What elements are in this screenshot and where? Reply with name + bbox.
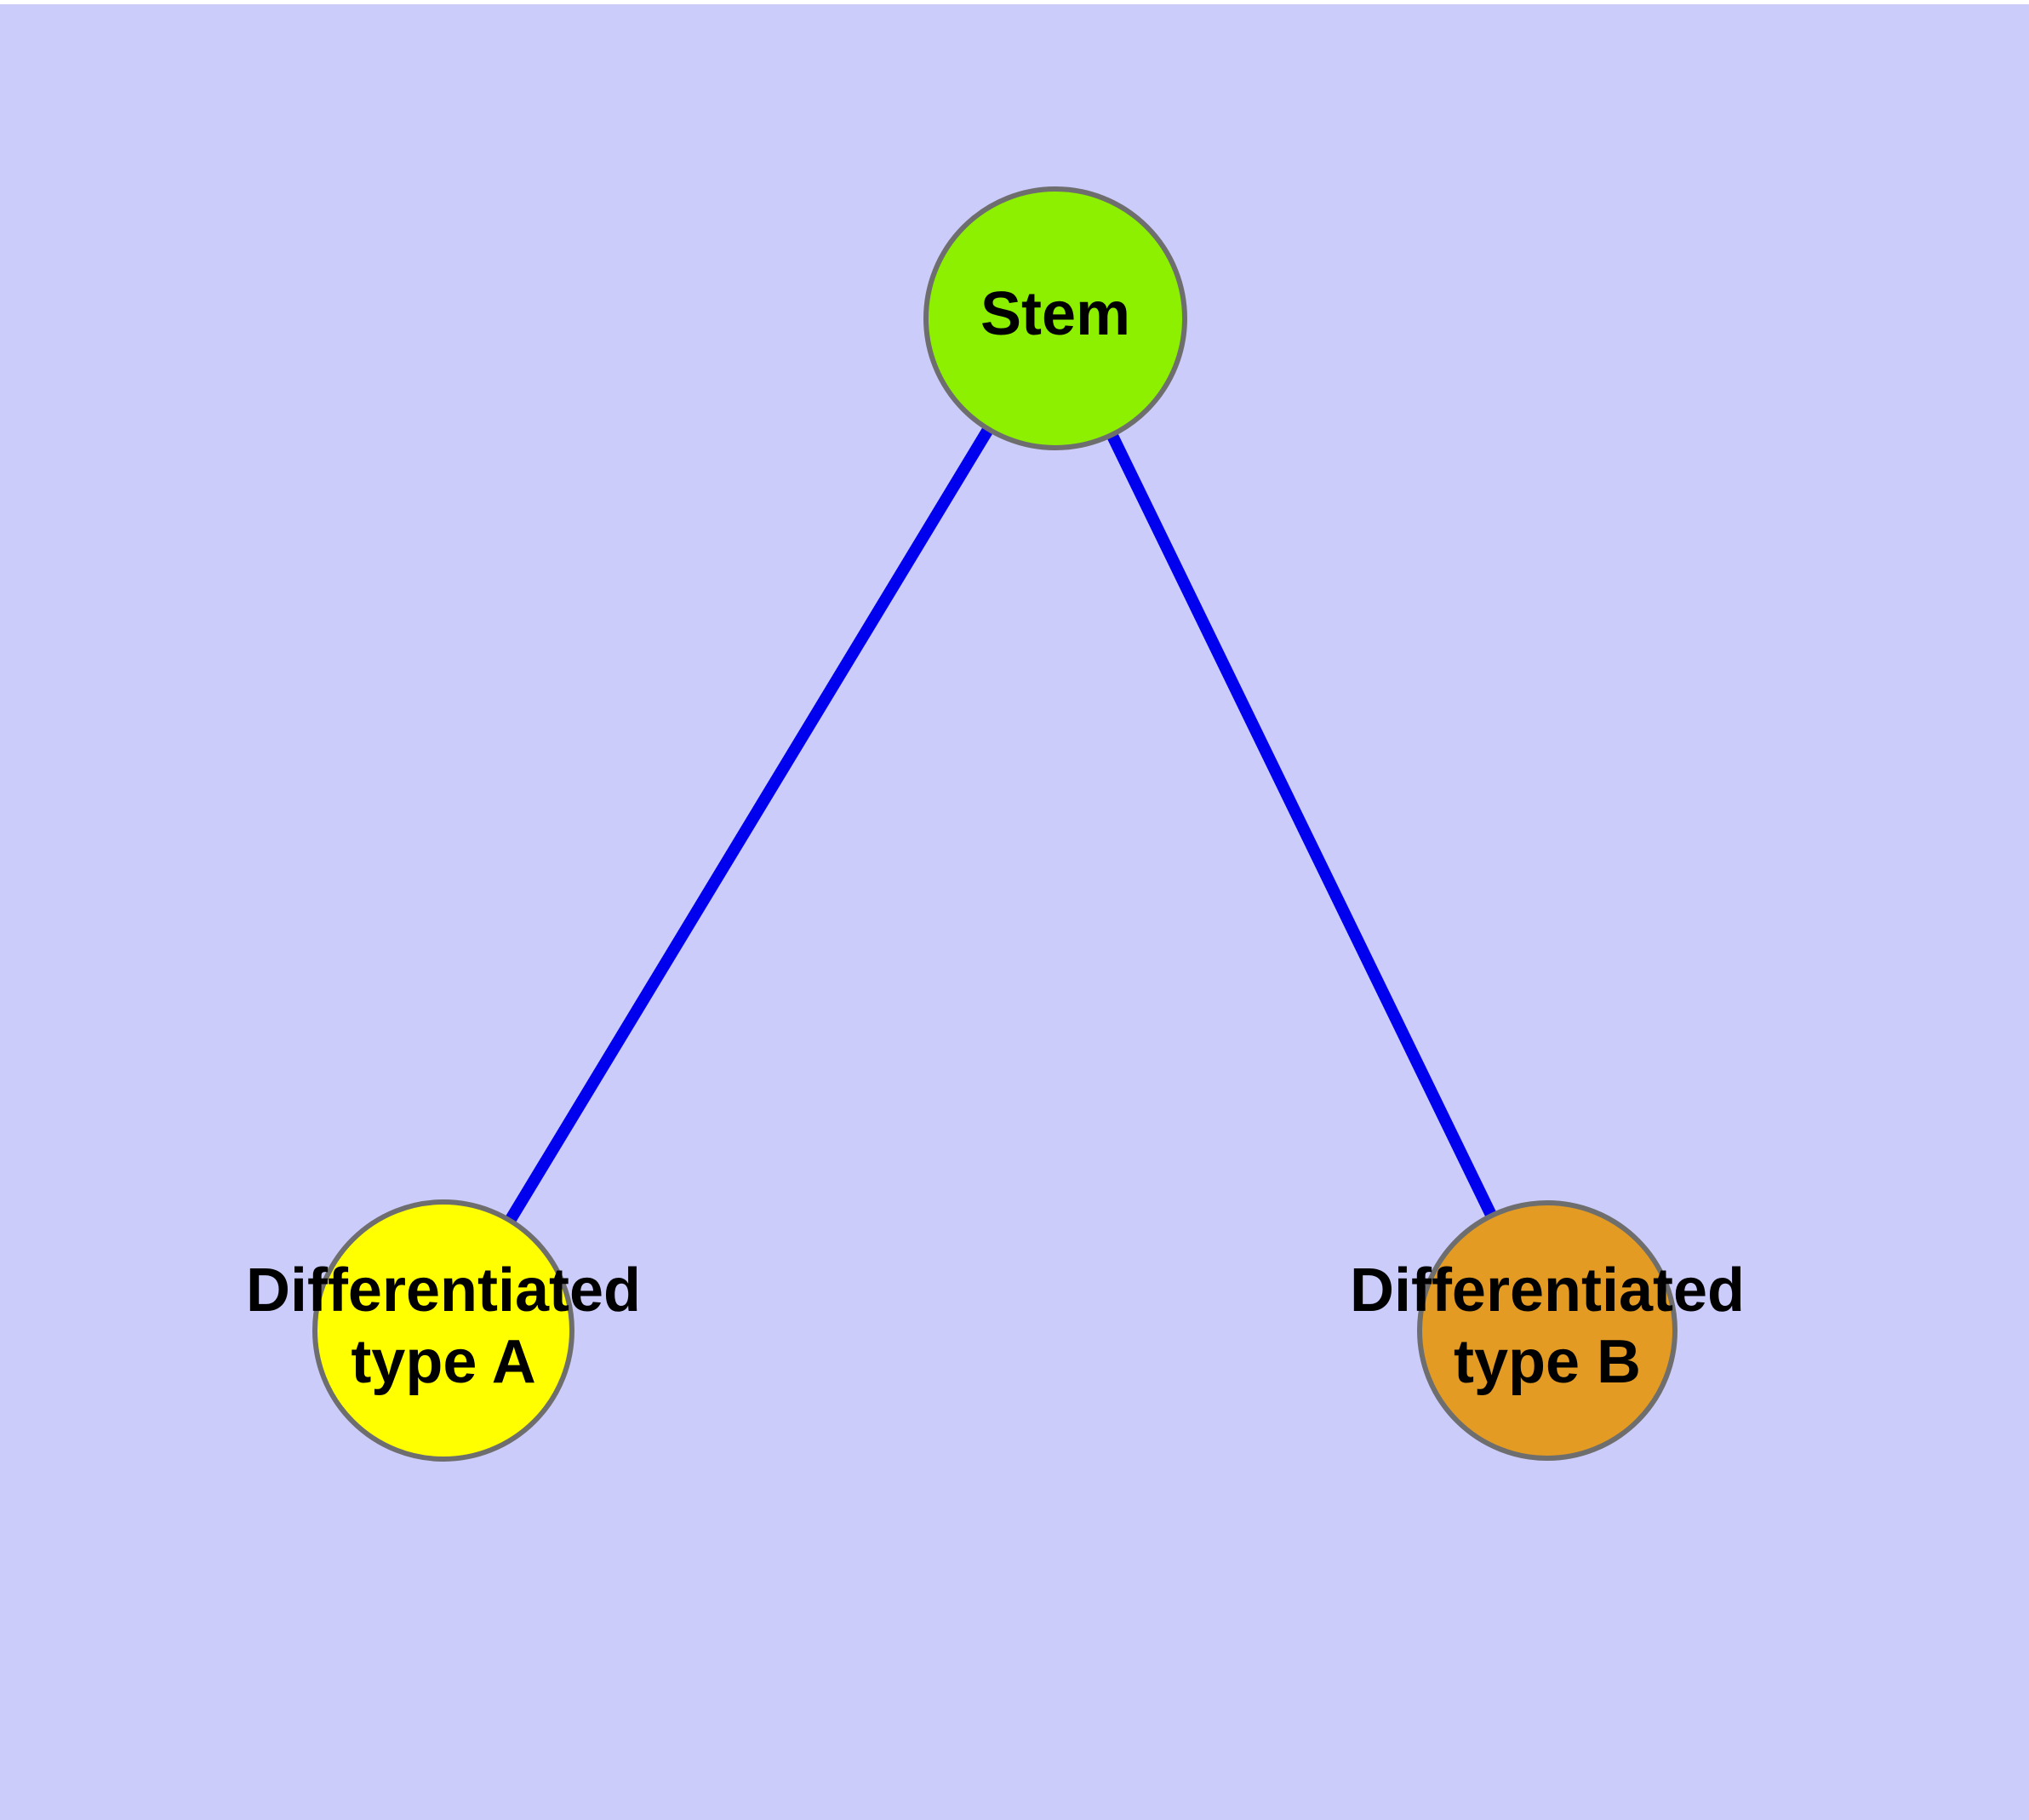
node-diff_b[interactable] (1417, 1200, 1677, 1461)
nodes-group (312, 186, 1677, 1462)
node-label-line: Differentiated (246, 1256, 641, 1325)
node-label-line: type A (351, 1328, 535, 1396)
node-label-line: type B (1454, 1328, 1641, 1396)
edge-stem-to-diff_a (504, 424, 995, 1226)
edges-group (504, 424, 1498, 1226)
node-diff_a[interactable] (312, 1199, 574, 1462)
node-label-line: Differentiated (1350, 1256, 1745, 1325)
edge-stem-to-diff_b (1106, 430, 1498, 1220)
node-label-line: Stem (980, 280, 1130, 348)
node-stem[interactable] (923, 186, 1187, 450)
node-label-stem: Stem (980, 280, 1130, 348)
